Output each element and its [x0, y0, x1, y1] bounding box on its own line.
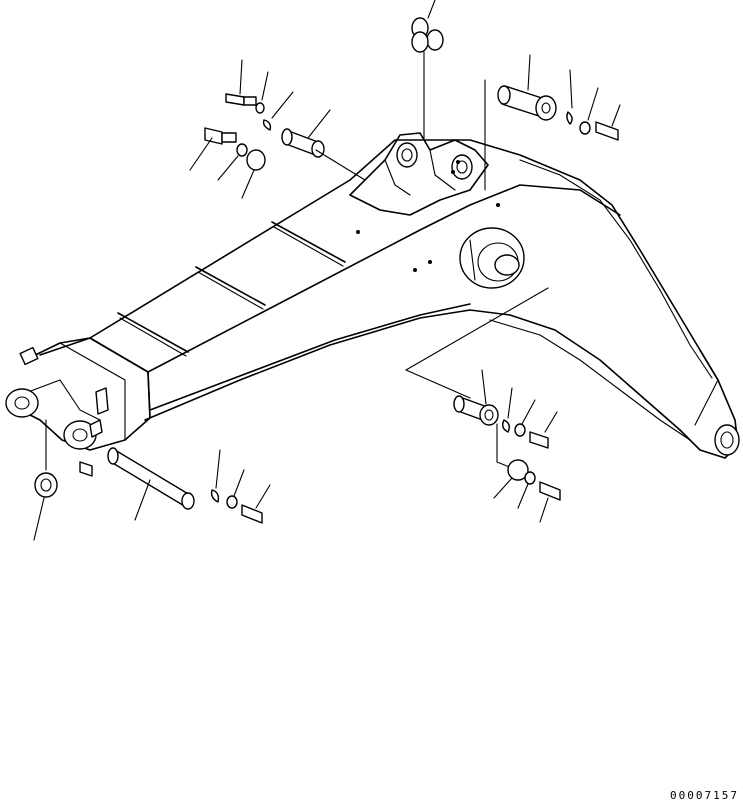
drawing-reference-code: 00007157	[670, 789, 739, 802]
boom-front-pin-group	[33, 419, 271, 541]
bushing-pair-top	[411, 0, 444, 141]
cylinder-head-pin-group	[189, 59, 366, 199]
boom-arm	[5, 132, 740, 459]
boom-cylinder-pin-group	[405, 287, 561, 523]
boom-foot-pin-group	[484, 54, 621, 191]
